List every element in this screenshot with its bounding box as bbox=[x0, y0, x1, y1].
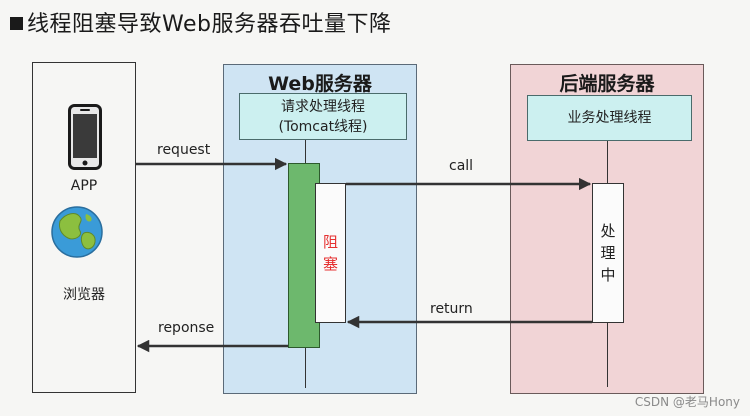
business-thread-box: 业务处理线程 bbox=[527, 95, 692, 141]
phone-icon bbox=[68, 104, 102, 170]
bullet-square-icon bbox=[10, 17, 23, 30]
watermark: CSDN @老马Hony bbox=[634, 395, 740, 409]
request-thread-line2: (Tomcat线程) bbox=[278, 118, 368, 135]
web-server-title: Web服务器 bbox=[268, 73, 372, 95]
active-thread-bar bbox=[288, 163, 320, 348]
app-label: APP bbox=[70, 178, 98, 194]
blocked-box: 阻 塞 bbox=[315, 183, 346, 323]
page-title-text: 线程阻塞导致Web服务器吞吐量下降 bbox=[27, 12, 392, 37]
backend-server-title: 后端服务器 bbox=[559, 73, 655, 95]
processing-box: 处 理 中 bbox=[592, 183, 624, 323]
response-label: reponse bbox=[158, 320, 215, 336]
request-label: request bbox=[157, 142, 211, 158]
processing-char-3: 中 bbox=[600, 266, 616, 284]
processing-char-1: 处 bbox=[600, 222, 616, 240]
call-label: call bbox=[449, 158, 474, 174]
return-label: return bbox=[430, 301, 473, 317]
processing-char-2: 理 bbox=[600, 244, 616, 262]
browser-label: 浏览器 bbox=[63, 287, 105, 303]
page-title: 线程阻塞导致Web服务器吞吐量下降 bbox=[10, 6, 391, 38]
globe-icon bbox=[51, 206, 103, 258]
request-thread-line1: 请求处理线程 bbox=[281, 98, 365, 115]
blocked-char-2: 塞 bbox=[322, 255, 338, 273]
business-thread-label: 业务处理线程 bbox=[567, 110, 652, 126]
request-thread-box: 请求处理线程 (Tomcat线程) bbox=[239, 93, 407, 140]
blocked-char-1: 阻 bbox=[322, 233, 338, 251]
